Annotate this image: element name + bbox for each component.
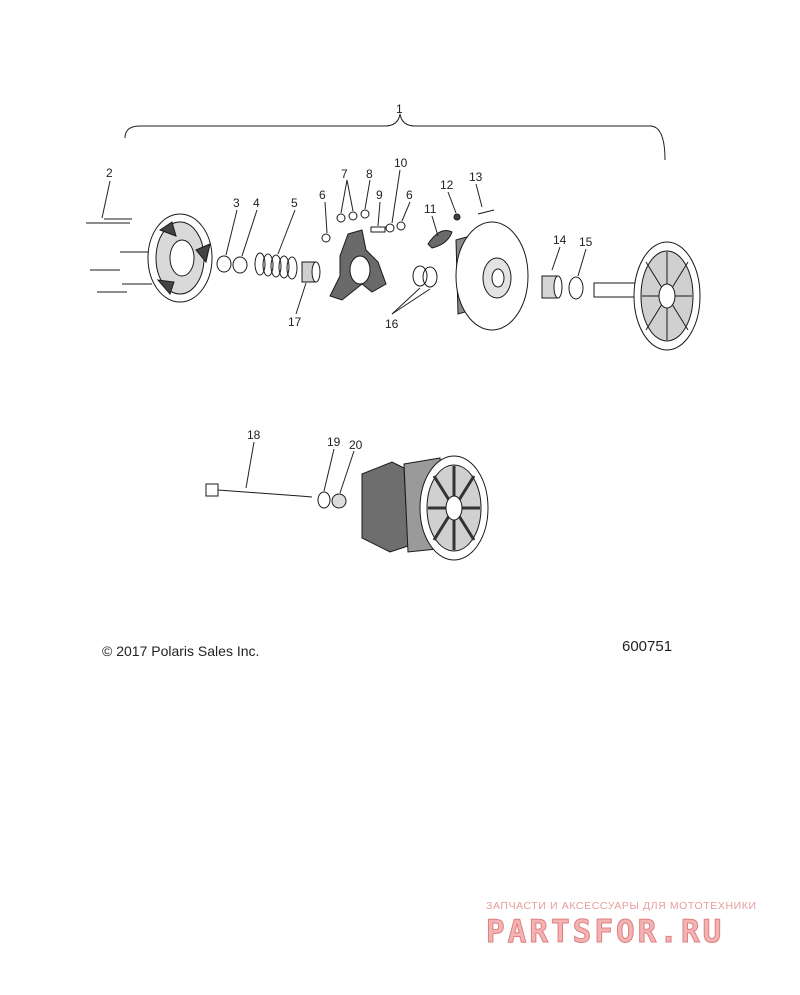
part-4-ring <box>232 256 248 274</box>
callout-9: 9 <box>376 188 383 202</box>
callout-7: 7 <box>341 167 348 181</box>
part-14-bushing <box>541 275 563 299</box>
assembled-clutch <box>361 455 489 561</box>
copyright-text: © 2017 Polaris Sales Inc. <box>102 643 260 659</box>
callout-3: 3 <box>233 196 240 210</box>
fixed-sheave <box>593 241 701 351</box>
callout-11: 11 <box>424 202 437 216</box>
movable-sheave <box>455 221 529 331</box>
callout-8: 8 <box>366 167 373 181</box>
callout-20: 20 <box>349 438 363 452</box>
leader-lines <box>101 169 587 494</box>
callout-4: 4 <box>253 196 260 210</box>
callout-6b: 6 <box>406 188 413 202</box>
assembly-bracket <box>124 113 666 161</box>
part-5-spring <box>254 252 298 280</box>
callout-15: 15 <box>579 235 593 249</box>
part-18-bolt <box>205 483 313 498</box>
part-15-ring <box>568 276 584 300</box>
watermark-logo: PARTSFOR.RU <box>486 914 725 951</box>
callout-12: 12 <box>440 178 454 192</box>
part-19-washer <box>317 491 331 509</box>
cover-plate <box>147 213 213 303</box>
callout-2: 2 <box>106 166 113 180</box>
watermark-tagline: ЗАПЧАСТИ И АКСЕССУАРЫ ДЛЯ МОТОТЕХНИКИ <box>486 900 757 912</box>
callout-6a: 6 <box>319 188 326 202</box>
drawing-number: 600751 <box>622 638 673 655</box>
callout-14: 14 <box>553 233 567 247</box>
part-11-weight <box>427 230 453 249</box>
watermark: ЗАПЧАСТИ И АКСЕССУАРЫ ДЛЯ МОТОТЕХНИКИ PA… <box>486 900 786 951</box>
part-2-bolts <box>86 218 152 293</box>
callout-5: 5 <box>291 196 298 210</box>
small-hardware <box>321 209 406 243</box>
callout-1: 1 <box>396 102 403 116</box>
callout-18: 18 <box>247 428 261 442</box>
callout-labels: 1 2 3 4 5 6 7 8 9 10 6 11 12 13 14 15 16… <box>106 102 593 452</box>
part-17-bushing <box>301 261 321 283</box>
callout-13: 13 <box>469 170 483 184</box>
spider <box>329 229 387 301</box>
part-13-pin <box>477 209 495 215</box>
part-12-nut <box>453 213 461 221</box>
callout-10: 10 <box>394 156 408 170</box>
part-16-bushings <box>412 265 438 288</box>
callout-16: 16 <box>385 317 399 331</box>
part-20-nut <box>331 493 347 509</box>
callout-17: 17 <box>288 315 302 329</box>
part-3-ring <box>216 255 232 273</box>
callout-19: 19 <box>327 435 341 449</box>
